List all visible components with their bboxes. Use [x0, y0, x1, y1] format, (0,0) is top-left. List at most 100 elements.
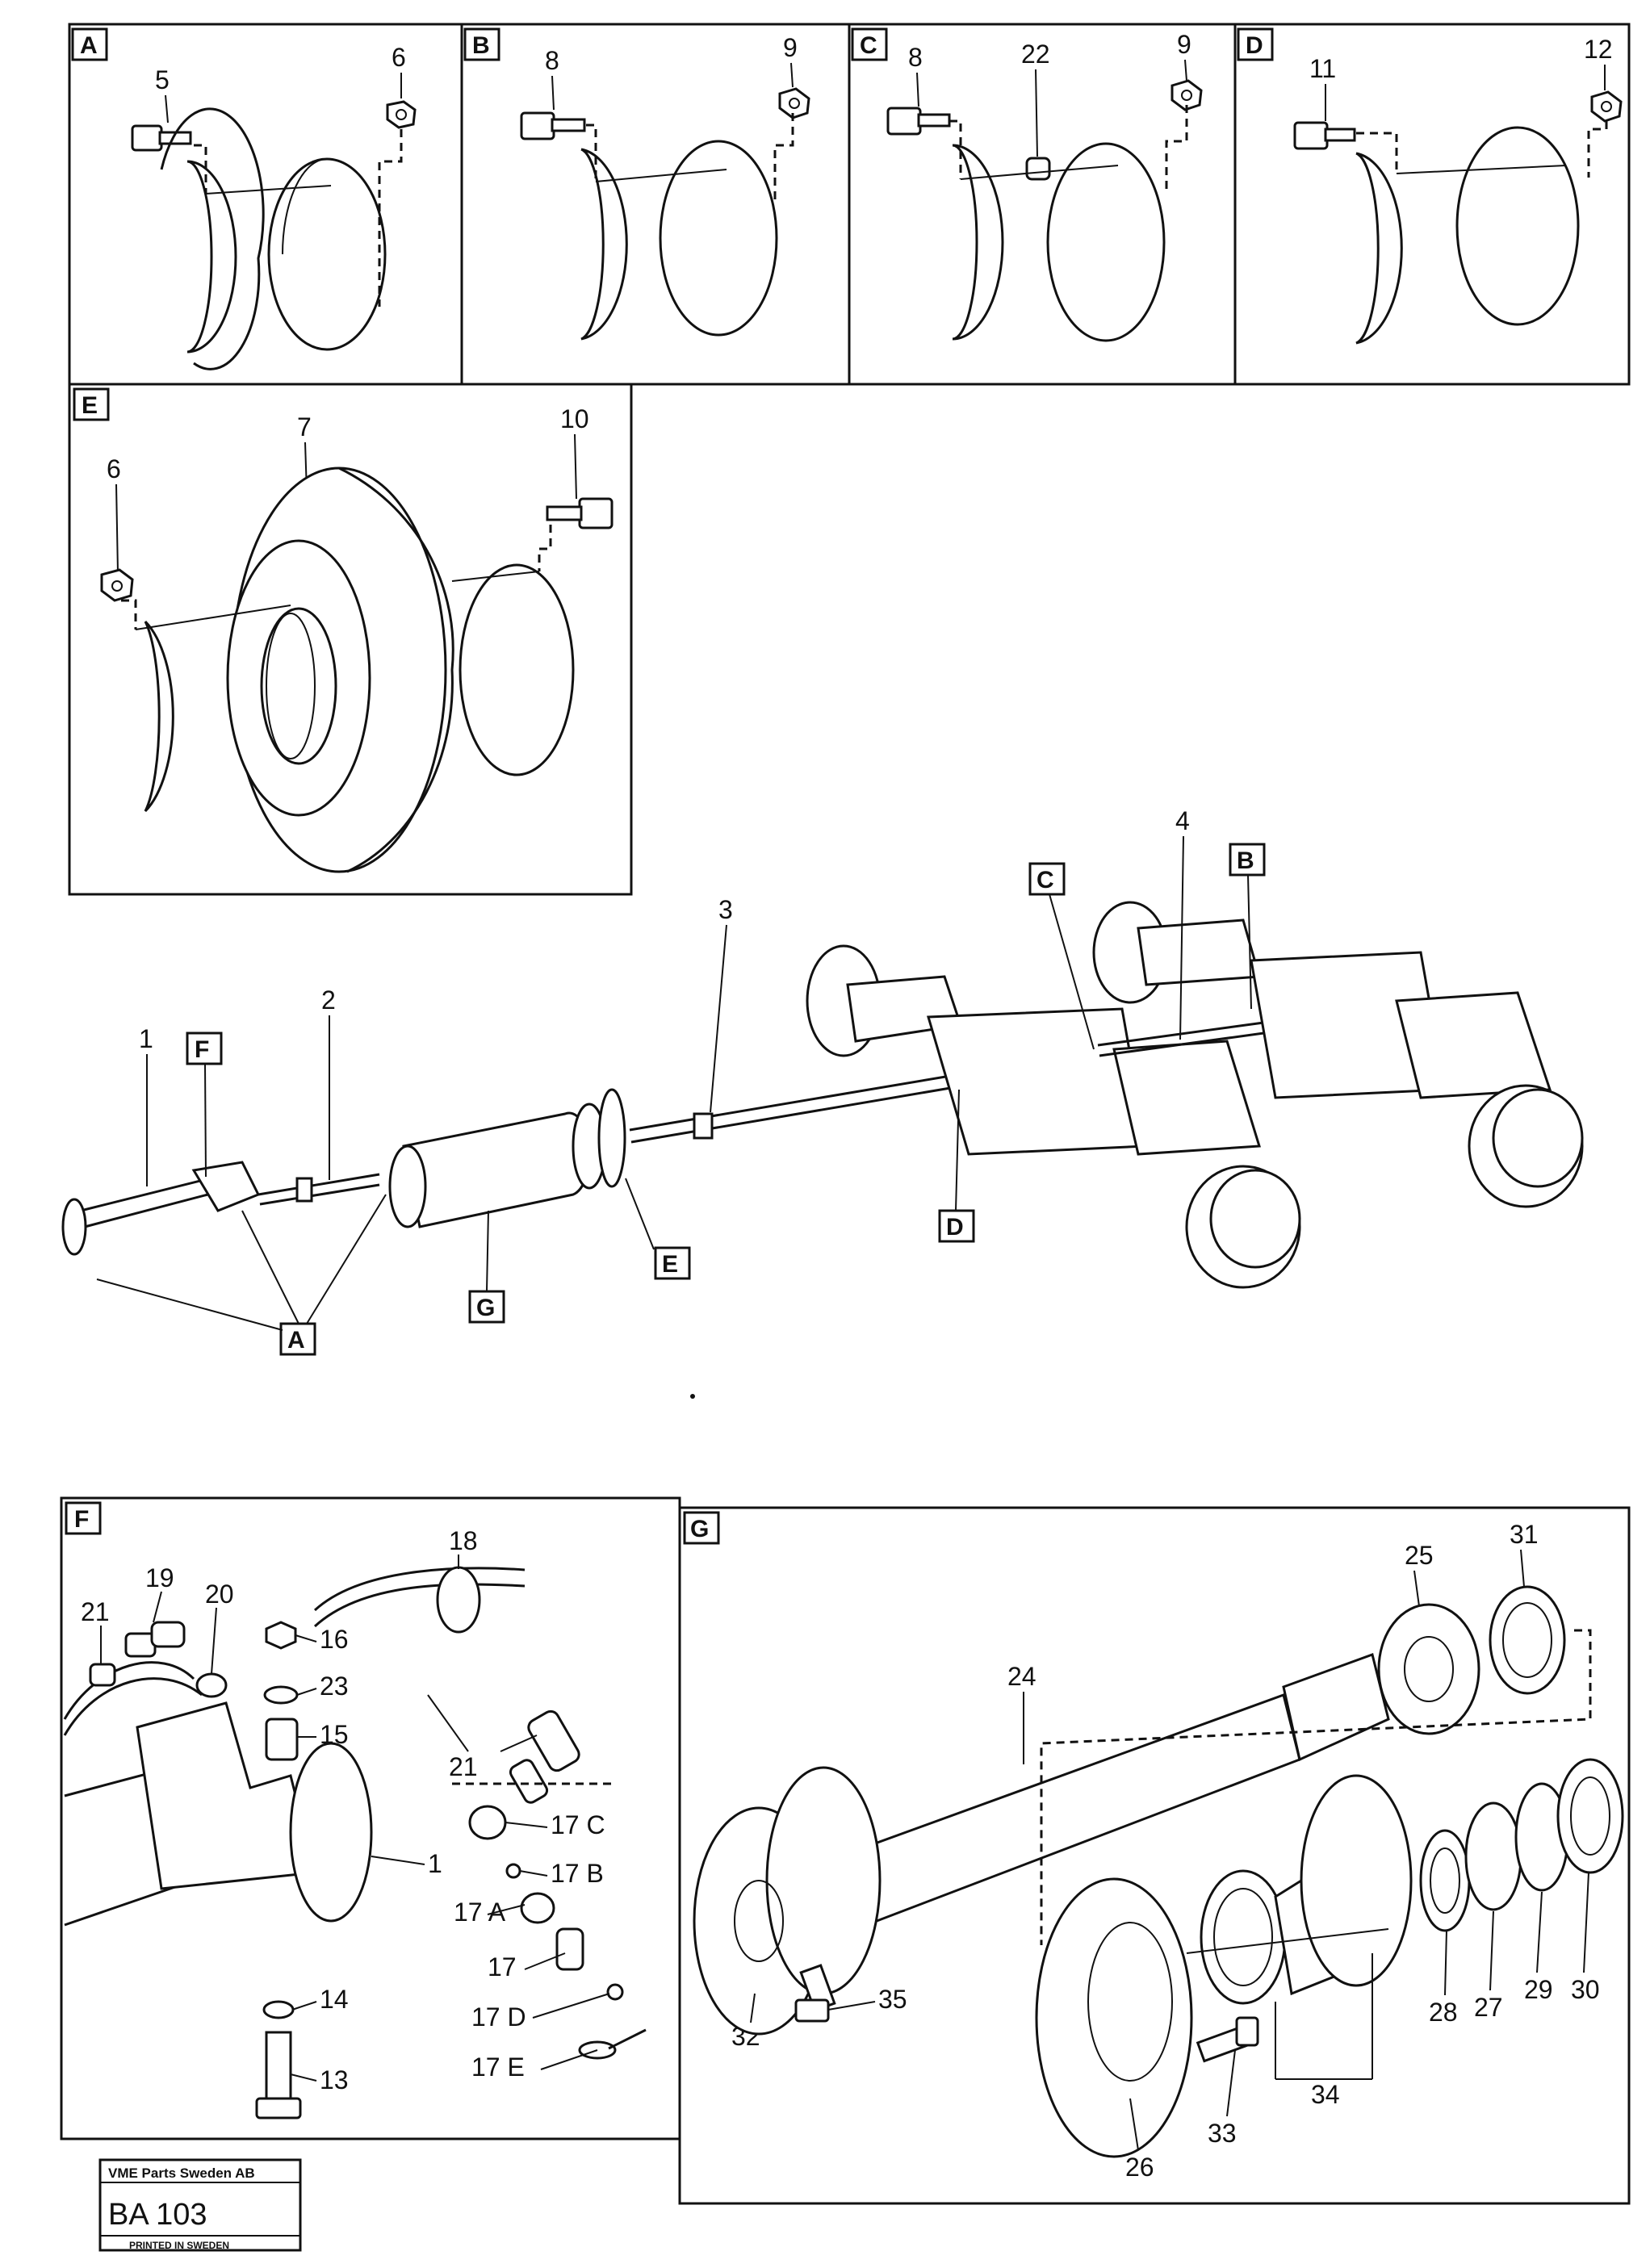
label-f-19: 19: [145, 1563, 174, 1592]
label-f-1: 1: [428, 1849, 442, 1878]
label-e-7: 7: [297, 412, 312, 441]
label-f-13: 13: [320, 2065, 349, 2094]
panel-f-letter: F: [74, 1506, 89, 1533]
nut-icon: [778, 87, 810, 119]
housing-26: [1035, 1877, 1193, 2158]
label-part-2: 2: [321, 985, 336, 1015]
label-e-6: 6: [107, 454, 121, 483]
flange-pair: [1355, 126, 1580, 345]
label-f-17e: 17 E: [471, 2052, 525, 2082]
panel-e: E 7 6 10: [68, 383, 633, 896]
nut-icon: [1170, 79, 1203, 111]
label-d-11: 11: [1309, 54, 1336, 83]
label-f-23: 23: [320, 1672, 349, 1701]
panel-d-letter: D: [1246, 32, 1263, 59]
panel-g: G 24 25 31 32 35 26 33 34 28 27 29 30: [678, 1506, 1631, 2205]
panel-c-letter: C: [860, 32, 877, 59]
nut-30: [1556, 1758, 1624, 1874]
shaft-housing-g: [402, 1111, 591, 1228]
bolt-icon: [1293, 121, 1356, 150]
label-f-21a: 21: [81, 1597, 110, 1626]
axle-front: [806, 944, 1301, 1289]
label-c-8: 8: [908, 43, 923, 72]
label-g-31: 31: [1510, 1520, 1539, 1549]
plate-code: BA 103: [108, 2198, 207, 2232]
panel-g-letter: G: [690, 1516, 709, 1542]
callout-a: A: [287, 1327, 305, 1354]
label-f-14: 14: [320, 1985, 349, 2014]
flange-pair: [160, 107, 387, 370]
label-f-17c: 17 C: [551, 1810, 605, 1839]
label-c-22: 22: [1021, 40, 1050, 69]
flange-1: [289, 1742, 373, 1923]
callout-f: F: [195, 1036, 209, 1063]
nut-16: [265, 1621, 297, 1650]
label-f-17: 17: [488, 1952, 517, 1981]
plate-company: VME Parts Sweden AB: [108, 2165, 255, 2181]
label-g-24: 24: [1007, 1662, 1036, 1691]
callout-e: E: [662, 1251, 678, 1278]
panel-c: C 8 22 9: [848, 23, 1237, 386]
nut-icon: [100, 568, 134, 602]
bushing-15: [265, 1718, 299, 1761]
axle-rear: [1092, 901, 1584, 1208]
bolt-icon: [546, 497, 614, 529]
washer-28: [1419, 1829, 1471, 1932]
driveline-overview: 1 2 3 4 F A G E D C B: [61, 806, 1584, 1399]
hose-clip-18: [436, 1566, 481, 1634]
spacer-icon: [1025, 157, 1051, 181]
bolt-icon: [520, 111, 586, 140]
flange-right: [459, 563, 575, 776]
panel-b: B 8 9: [460, 23, 851, 386]
seal-31: [1489, 1585, 1566, 1695]
callout-b: B: [1237, 847, 1254, 874]
label-f-17b: 17 B: [551, 1859, 604, 1888]
label-g-30: 30: [1571, 1975, 1600, 2004]
panel-f: F 21 19 20 18 16 23 15 21 17 C 17 B 17 A…: [60, 1496, 681, 2140]
bolt-icon: [886, 107, 951, 136]
callout-g: G: [476, 1295, 495, 1321]
brake-disc: [226, 467, 454, 873]
label-f-16: 16: [320, 1625, 349, 1654]
flange-pair: [952, 142, 1166, 342]
label-g-26: 26: [1125, 2153, 1154, 2182]
callout-c: C: [1036, 867, 1054, 893]
label-e-10: 10: [560, 404, 589, 433]
label-b-8: 8: [545, 46, 559, 75]
panel-b-letter: B: [472, 32, 490, 59]
panel-d: D 11 12: [1233, 23, 1631, 386]
label-part-1: 1: [139, 1024, 153, 1053]
plate-footer: PRINTED IN SWEDEN: [129, 2240, 229, 2251]
label-g-29: 29: [1524, 1975, 1553, 2004]
label-part-4: 4: [1175, 806, 1190, 835]
bolt-icon: [131, 124, 192, 152]
bearing-25: [1377, 1603, 1480, 1735]
fitting-21: [89, 1663, 116, 1687]
label-a-6: 6: [392, 43, 406, 72]
label-f-21b: 21: [449, 1752, 478, 1781]
label-c-9: 9: [1177, 30, 1191, 59]
panel-e-letter: E: [82, 392, 98, 419]
label-d-12: 12: [1584, 35, 1613, 64]
label-g-33: 33: [1208, 2119, 1237, 2148]
washer-23: [263, 1685, 299, 1705]
label-f-18: 18: [449, 1526, 478, 1555]
label-g-34: 34: [1311, 2080, 1340, 2109]
identification-plate: VME Parts Sweden AB BA 103 PRINTED IN SW…: [98, 2158, 302, 2252]
lock-washer-27: [1464, 1801, 1522, 1911]
label-g-35: 35: [878, 1985, 907, 2014]
label-g-25: 25: [1405, 1541, 1434, 1570]
label-f-17d: 17 D: [471, 2002, 526, 2032]
flange-pair: [580, 140, 778, 341]
nut-icon: [386, 100, 417, 129]
fitting-20: [195, 1672, 228, 1698]
splined-end: [1282, 1653, 1390, 1762]
flange-left: [144, 620, 174, 813]
panel-a: A 5 6: [68, 23, 463, 386]
bearing-bracket: [136, 1701, 316, 1890]
label-b-9: 9: [783, 33, 798, 62]
label-g-27: 27: [1474, 1993, 1503, 2022]
nut-icon: [1590, 90, 1623, 123]
label-g-28: 28: [1429, 1998, 1458, 2027]
